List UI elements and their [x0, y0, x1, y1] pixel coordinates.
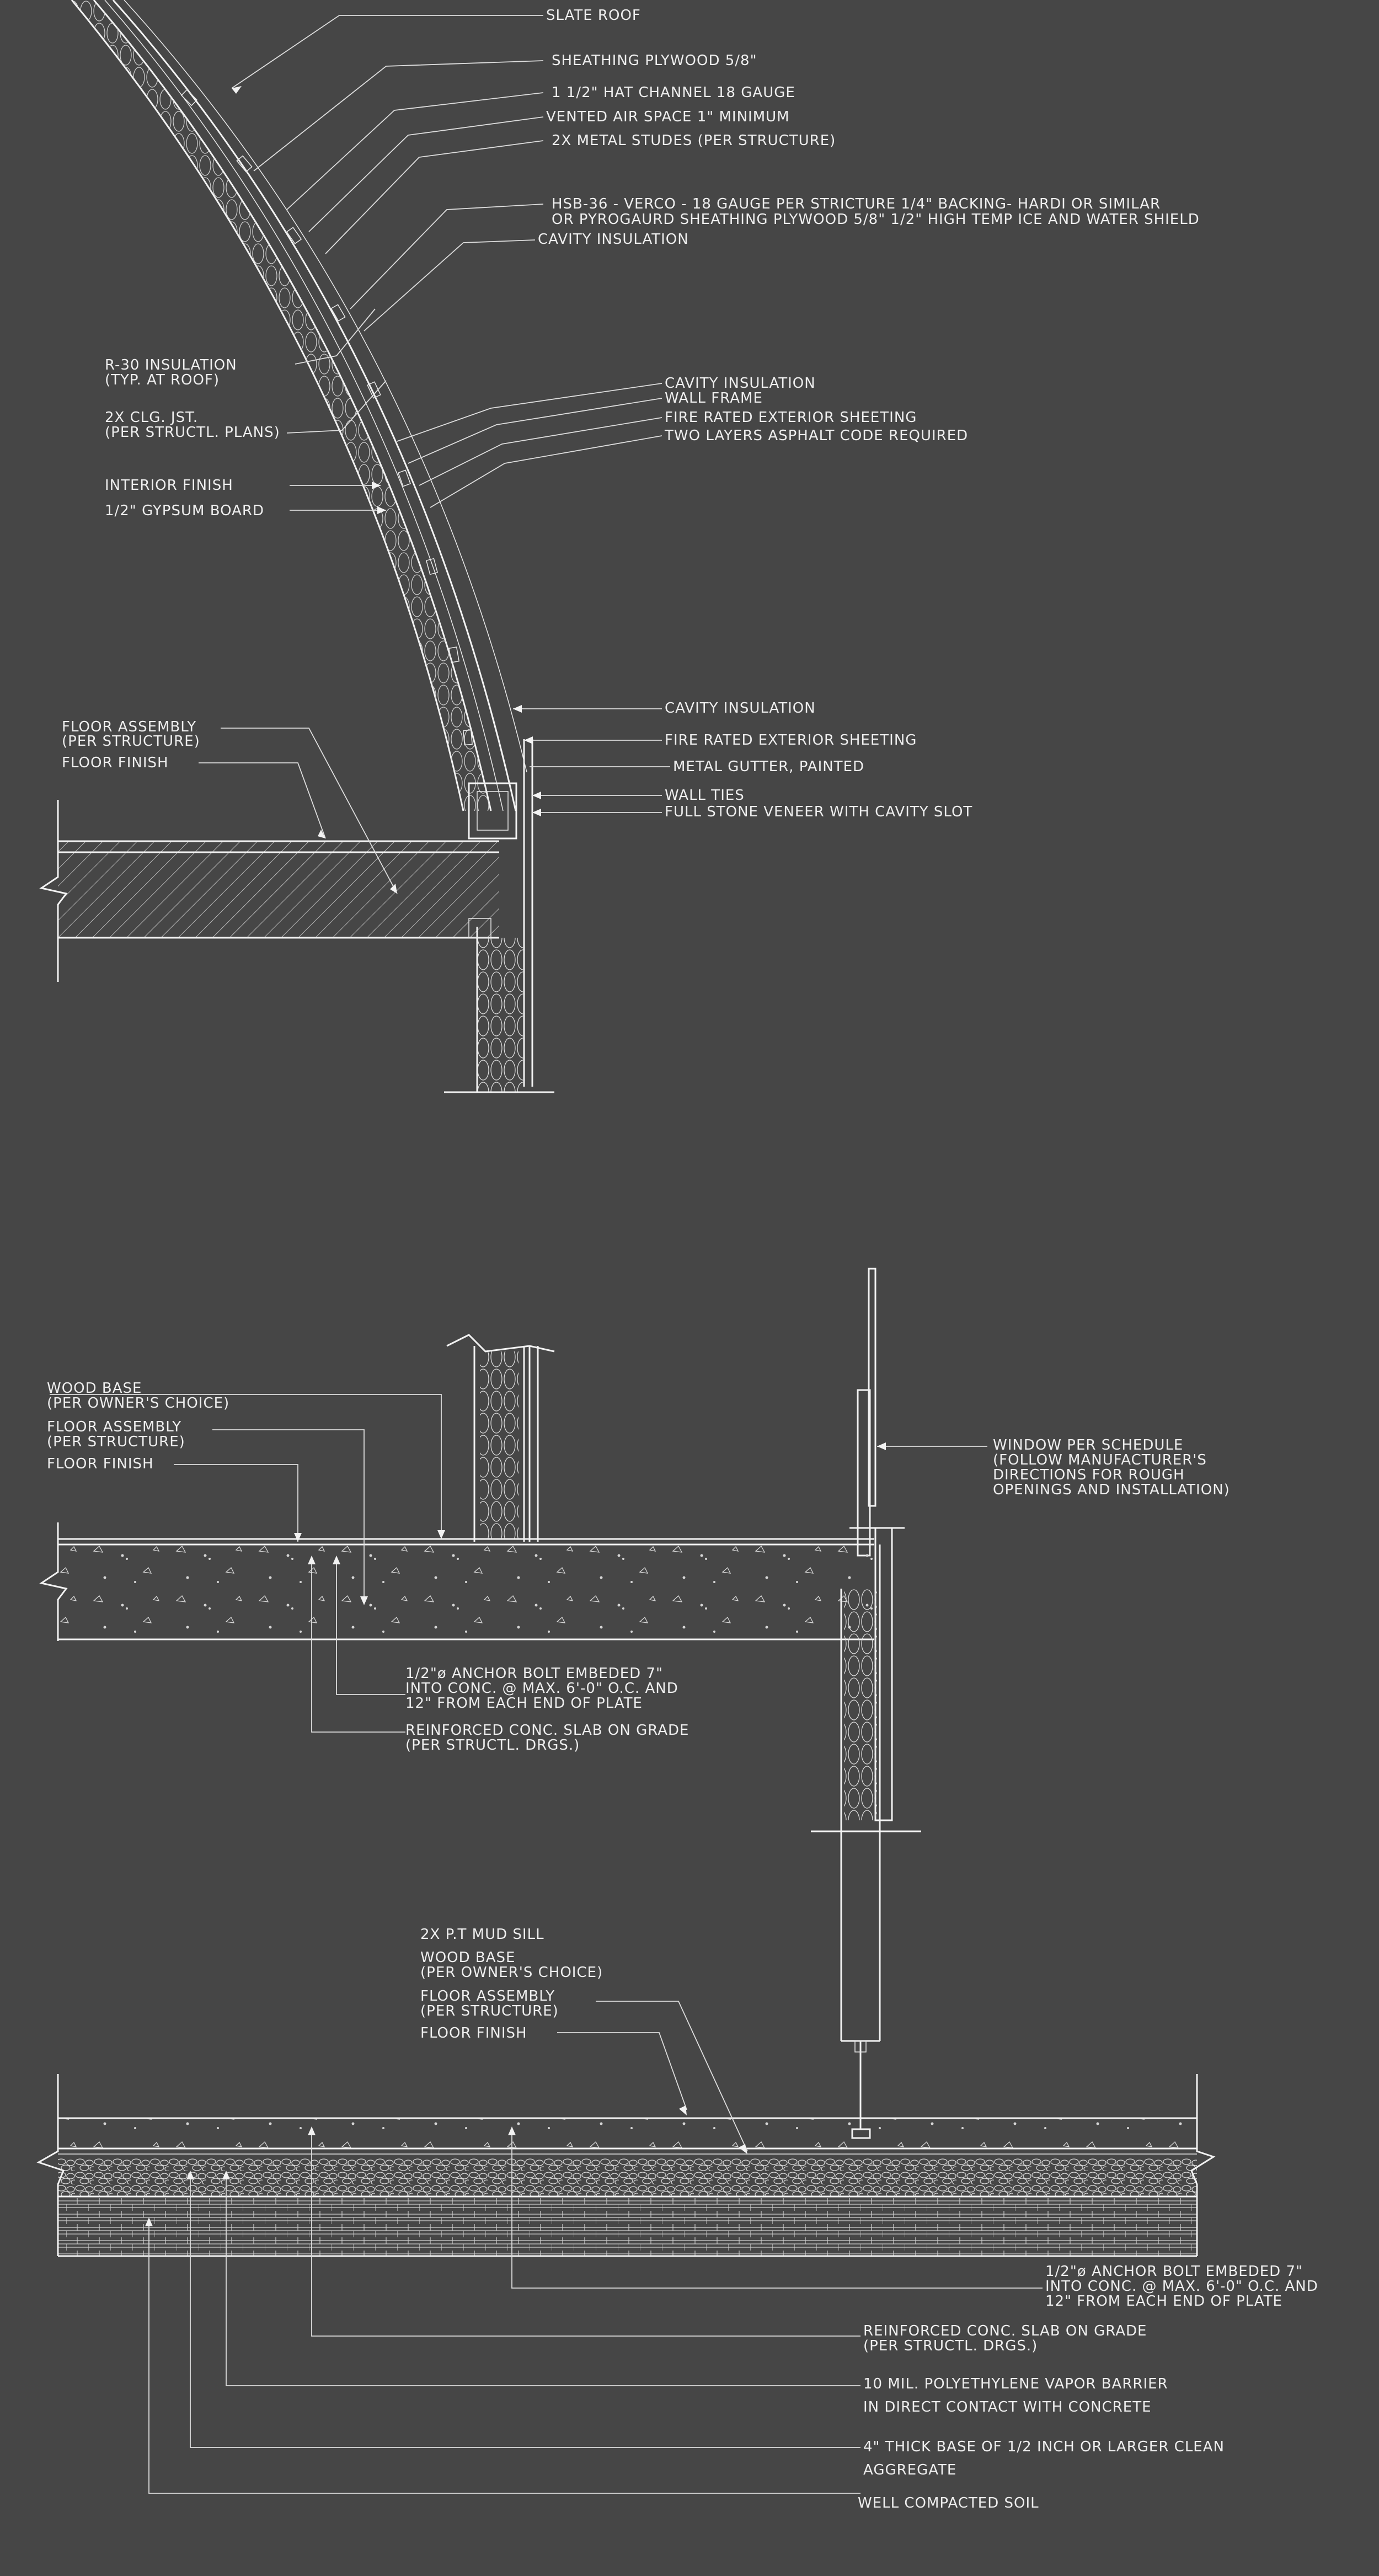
label-floor-assembly-per-3: (PER STRUCTURE) [420, 2003, 559, 2019]
label-floor-assembly-3: FLOOR ASSEMBLY [420, 1988, 555, 2005]
label-stone-veneer: FULL STONE VENEER WITH CAVITY SLOT [665, 804, 972, 820]
label-r30-insulation: R-30 INSULATION [105, 357, 237, 373]
label-floor-finish-2: FLOOR FINISH [47, 1456, 154, 1472]
label-wood-base-per-2: (PER OWNER'S CHOICE) [47, 1395, 229, 1412]
label-wall-ties: WALL TIES [665, 787, 745, 804]
label-cavity-insulation-base: CAVITY INSULATION [665, 700, 816, 717]
label-aggregate: AGGREGATE [863, 2462, 956, 2478]
label-floor-assembly-per-2: (PER STRUCTURE) [47, 1434, 185, 1450]
label-two-layers-asphalt: TWO LAYERS ASPHALT CODE REQUIRED [664, 427, 968, 444]
label-fire-rated-sheeting-1: FIRE RATED EXTERIOR SHEETING [665, 409, 917, 426]
label-aggregate-base: 4" THICK BASE OF 1/2 INCH OR LARGER CLEA… [863, 2439, 1225, 2455]
label-metal-gutter: METAL GUTTER, PAINTED [673, 758, 864, 775]
label-anchor-bolt-1: 1/2"ø ANCHOR BOLT EMBEDED 7" [405, 1665, 663, 1682]
label-metal-studs: 2X METAL STUDES (PER STRUCTURE) [552, 132, 836, 149]
label-wall-frame: WALL FRAME [665, 390, 763, 407]
label-slate-roof: SLATE ROOF [546, 7, 641, 24]
label-window-openings: OPENINGS AND INSTALLATION) [993, 1482, 1230, 1498]
label-floor-finish-1: FLOOR FINISH [62, 755, 169, 771]
label-slab-on-grade-2: REINFORCED CONC. SLAB ON GRADE [863, 2323, 1147, 2339]
label-hsb36-line2: OR PYROGAURD SHEATHING PLYWOOD 5/8" 1/2"… [552, 211, 1200, 228]
label-anchor-bolt-end-2: 12" FROM EACH END OF PLATE [1045, 2293, 1282, 2310]
label-slab-per-2: (PER STRUCTL. DRGS.) [863, 2338, 1038, 2354]
label-interior-finish: INTERIOR FINISH [105, 477, 233, 494]
label-hat-channel: 1 1/2" HAT CHANNEL 18 GAUGE [552, 84, 795, 101]
label-gypsum-board: 1/2" GYPSUM BOARD [105, 503, 264, 519]
label-vented-air-space: VENTED AIR SPACE 1" MINIMUM [546, 109, 790, 125]
label-mud-sill: 2X P.T MUD SILL [420, 1926, 544, 1943]
label-clg-jst-per: (PER STRUCTL. PLANS) [105, 424, 280, 441]
label-anchor-bolt-spacing-2: INTO CONC. @ MAX. 6'-0" O.C. AND [1045, 2278, 1318, 2295]
label-clg-jst: 2X CLG. JST. [105, 409, 198, 426]
roof-wall-section: SLATE ROOF SHEATHING PLYWOOD 5/8" 1 1/2"… [39, 0, 1200, 1093]
label-hsb36-line1: HSB-36 - VERCO - 18 GAUGE PER STRICTURE … [552, 196, 1161, 212]
floor-window-section: WOOD BASE (PER OWNER'S CHOICE) FLOOR ASS… [39, 1268, 1230, 2139]
label-window-follow: (FOLLOW MANUFACTURER'S [993, 1452, 1207, 1468]
slab-on-grade-section: 2X P.T MUD SILL WOOD BASE (PER OWNER'S C… [36, 1926, 1318, 2511]
label-anchor-bolt-2: 1/2"ø ANCHOR BOLT EMBEDED 7" [1045, 2263, 1303, 2280]
label-r30-typ: (TYP. AT ROOF) [105, 372, 220, 388]
label-slab-on-grade-1: REINFORCED CONC. SLAB ON GRADE [405, 1722, 689, 1739]
label-slab-per-1: (PER STRUCTL. DRGS.) [405, 1737, 580, 1754]
label-wood-base-3: WOOD BASE [420, 1949, 515, 1966]
label-compacted-soil: WELL COMPACTED SOIL [858, 2495, 1039, 2511]
label-wood-base-2: WOOD BASE [47, 1380, 142, 1397]
label-vapor-barrier-contact: IN DIRECT CONTACT WITH CONCRETE [863, 2399, 1152, 2415]
label-anchor-bolt-end-1: 12" FROM EACH END OF PLATE [405, 1695, 643, 1712]
label-sheathing-plywood: SHEATHING PLYWOOD 5/8" [552, 52, 757, 69]
label-cavity-insulation-wall: CAVITY INSULATION [665, 375, 816, 392]
label-fire-rated-sheeting-2: FIRE RATED EXTERIOR SHEETING [665, 732, 917, 749]
label-window-directions: DIRECTIONS FOR ROUGH [993, 1467, 1185, 1483]
label-window-per-schedule: WINDOW PER SCHEDULE [993, 1437, 1183, 1453]
label-vapor-barrier: 10 MIL. POLYETHYLENE VAPOR BARRIER [863, 2376, 1168, 2392]
label-floor-assembly-per-1: (PER STRUCTURE) [62, 733, 200, 750]
label-cavity-insulation-roof: CAVITY INSULATION [538, 231, 689, 248]
label-floor-assembly-2: FLOOR ASSEMBLY [47, 1419, 181, 1435]
label-wood-base-per-3: (PER OWNER'S CHOICE) [420, 1964, 603, 1981]
label-floor-finish-3: FLOOR FINISH [420, 2025, 527, 2041]
label-floor-assembly-1: FLOOR ASSEMBLY [62, 719, 196, 735]
label-anchor-bolt-spacing-1: INTO CONC. @ MAX. 6'-0" O.C. AND [405, 1680, 678, 1697]
